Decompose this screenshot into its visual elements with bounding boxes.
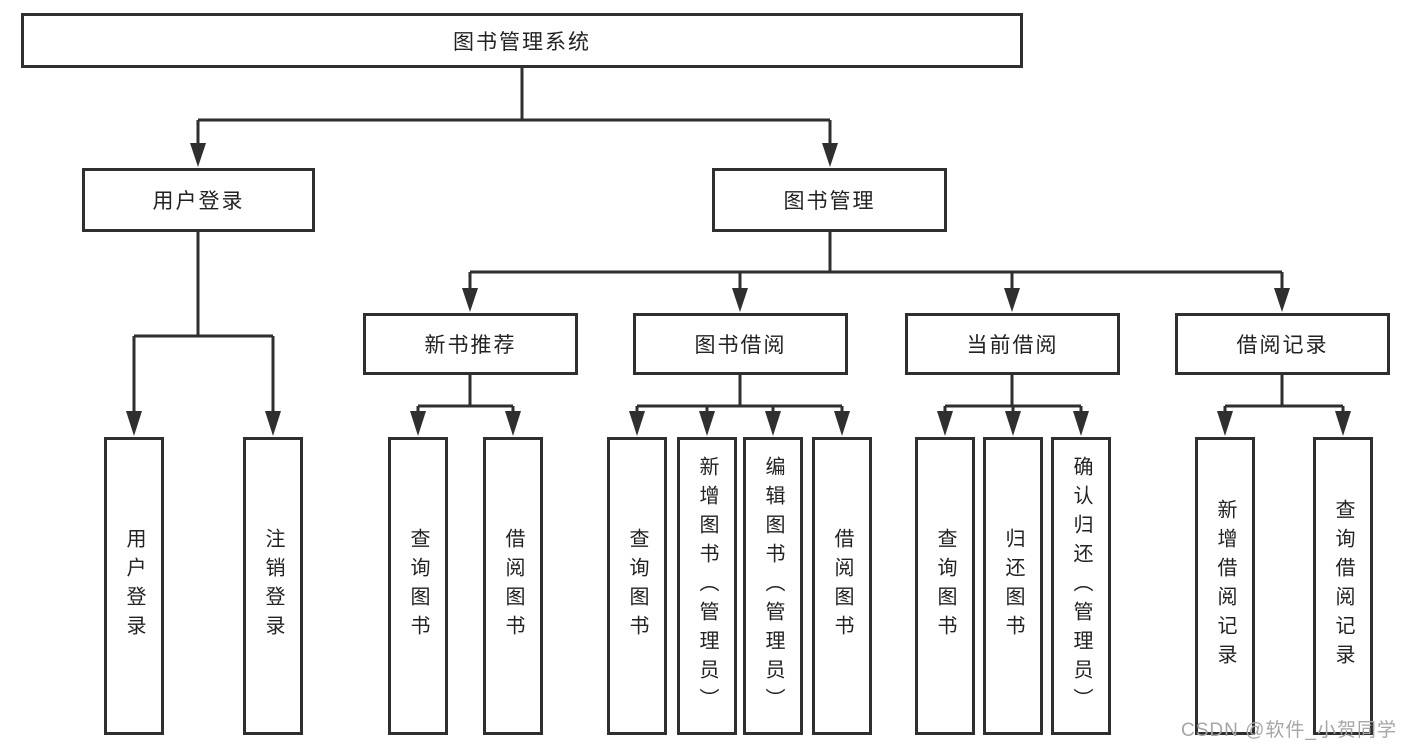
node-new-book-recommend-label: 新书推荐 xyxy=(424,334,517,357)
leaf-query-books-current: 查询图书 xyxy=(915,437,975,735)
arrowhead-icons xyxy=(126,143,1351,436)
watermark: CSDN @软件_小贺同学 xyxy=(1181,720,1397,741)
node-borrow-records: 借阅记录 xyxy=(1175,313,1390,375)
leaf-add-book-admin-label: 新增图书（管理员） xyxy=(696,455,718,717)
node-book-borrow-label: 图书借阅 xyxy=(694,334,787,357)
leaf-user-login-label: 用户登录 xyxy=(123,528,145,644)
node-book-management-label: 图书管理 xyxy=(783,190,876,213)
leaf-query-borrow-record: 查询借阅记录 xyxy=(1313,437,1373,735)
node-user-login: 用户登录 xyxy=(82,168,315,232)
leaf-confirm-return-admin-label: 确认归还（管理员） xyxy=(1070,455,1092,717)
leaf-add-book-admin: 新增图书（管理员） xyxy=(677,437,737,735)
node-book-borrow: 图书借阅 xyxy=(633,313,848,375)
leaf-borrow-books-recommend: 借阅图书 xyxy=(483,437,543,735)
leaf-add-borrow-record: 新增借阅记录 xyxy=(1195,437,1255,735)
leaf-edit-book-admin: 编辑图书（管理员） xyxy=(743,437,803,735)
leaf-query-books-recommend-label: 查询图书 xyxy=(407,528,429,644)
node-borrow-records-label: 借阅记录 xyxy=(1236,334,1329,357)
node-root-label: 图书管理系统 xyxy=(453,30,591,54)
leaf-query-books-current-label: 查询图书 xyxy=(934,528,956,644)
leaf-query-books-borrow: 查询图书 xyxy=(607,437,667,735)
node-book-management: 图书管理 xyxy=(712,168,947,232)
leaf-borrow-books-recommend-label: 借阅图书 xyxy=(502,528,524,644)
leaf-edit-book-admin-label: 编辑图书（管理员） xyxy=(762,455,784,717)
leaf-query-borrow-record-label: 查询借阅记录 xyxy=(1332,499,1354,673)
node-current-borrow: 当前借阅 xyxy=(905,313,1120,375)
node-root: 图书管理系统 xyxy=(21,13,1023,68)
leaf-add-borrow-record-label: 新增借阅记录 xyxy=(1214,499,1236,673)
leaf-logout-label: 注销登录 xyxy=(262,528,284,644)
leaf-borrow-books-label: 借阅图书 xyxy=(831,528,853,644)
leaf-query-books-recommend: 查询图书 xyxy=(388,437,448,735)
leaf-logout: 注销登录 xyxy=(243,437,303,735)
node-current-borrow-label: 当前借阅 xyxy=(966,334,1059,357)
leaf-user-login: 用户登录 xyxy=(104,437,164,735)
leaf-return-books: 归还图书 xyxy=(983,437,1043,735)
node-user-login-label: 用户登录 xyxy=(152,190,245,213)
leaf-query-books-borrow-label: 查询图书 xyxy=(626,528,648,644)
leaf-return-books-label: 归还图书 xyxy=(1002,528,1024,644)
leaf-borrow-books: 借阅图书 xyxy=(812,437,872,735)
leaf-confirm-return-admin: 确认归还（管理员） xyxy=(1051,437,1111,735)
node-new-book-recommend: 新书推荐 xyxy=(363,313,578,375)
